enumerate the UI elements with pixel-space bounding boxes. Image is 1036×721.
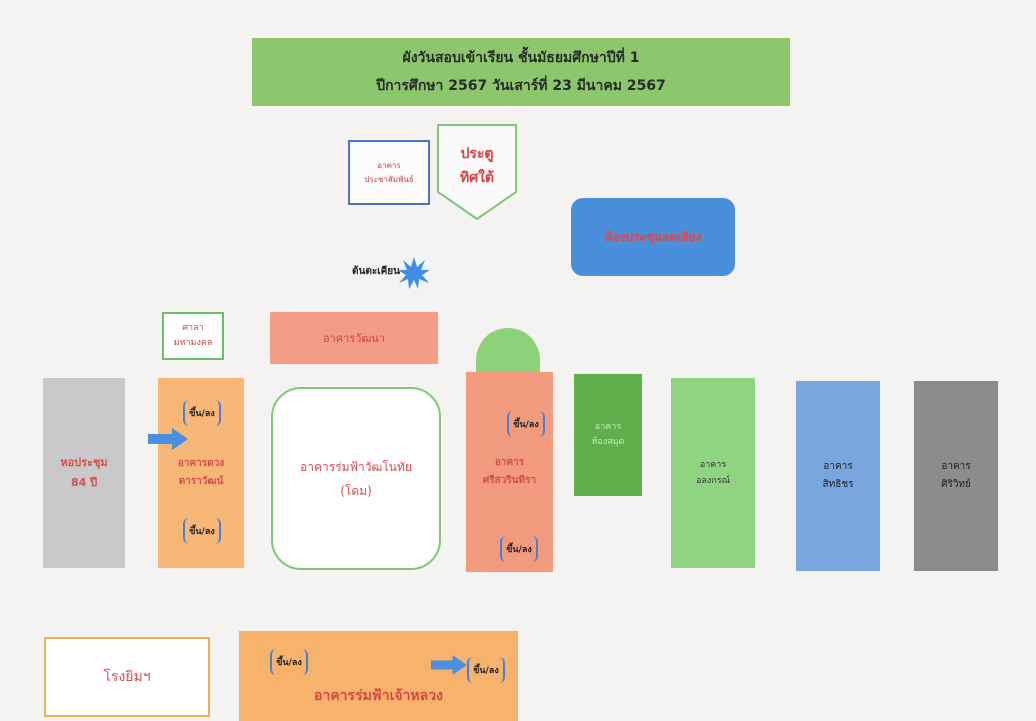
pr-building-line2: ประชาสัมพันธ์ bbox=[364, 174, 414, 184]
dome-building: อาคารร่มฟ้าวัฒโนทัย (โดม) bbox=[271, 387, 441, 570]
pr-building: อาคาร ประชาสัมพันธ์ bbox=[348, 140, 430, 205]
sri-building: อาคาร ศรีสวรินทิรา bbox=[466, 372, 553, 572]
alongkorn-building: อาคาร อลงกรณ์ bbox=[671, 378, 755, 568]
gym-building: โรงยิมฯ bbox=[44, 637, 210, 717]
arrow-right-icon bbox=[148, 428, 188, 450]
arrow-right-icon bbox=[431, 655, 467, 675]
stairs-marker: ขึ้น/ลง bbox=[507, 411, 545, 437]
sala-line1: ศาลา bbox=[182, 323, 204, 333]
duang-line2: ดาราวัฒน์ bbox=[178, 476, 224, 487]
sala-line2: มหามงคล bbox=[173, 338, 213, 348]
title-line-2: ปีการศึกษา 2567 วันเสาร์ที่ 23 มีนาคม 25… bbox=[376, 78, 666, 94]
alongkorn-line2: อลงกรณ์ bbox=[696, 476, 730, 486]
chaoluang-building: อาคารร่มฟ้าเจ้าหลวง bbox=[239, 631, 518, 721]
map-title: ผังวันสอบเข้าเรียน ชั้นมัธยมศึกษาปีที่ 1… bbox=[252, 38, 790, 106]
star-burst-icon bbox=[397, 256, 431, 290]
hall84-line2: 84 ปี bbox=[70, 476, 98, 489]
alongkorn-line1: อาคาร bbox=[699, 460, 727, 470]
green-dome-shape bbox=[476, 328, 540, 374]
siriwit-building: อาคาร ศิริวิทย์ bbox=[914, 381, 998, 571]
hall84-line1: หอประชุม bbox=[60, 456, 108, 469]
sitthichon-line2: สิทธิชร bbox=[822, 479, 854, 490]
dome-line1: อาคารร่มฟ้าวัฒโนทัย bbox=[300, 459, 412, 474]
duang-line1: อาคารดวง bbox=[177, 458, 225, 469]
chaoluang-label: อาคารร่มฟ้าเจ้าหลวง bbox=[314, 688, 443, 704]
title-line-1: ผังวันสอบเข้าเรียน ชั้นมัธยมศึกษาปีที่ 1 bbox=[402, 50, 640, 66]
library-line2: ห้องสมุด bbox=[591, 437, 625, 447]
sri-line1: อาคาร bbox=[494, 457, 525, 468]
wattana-label: อาคารวัฒนา bbox=[322, 332, 386, 345]
gate-shape bbox=[437, 124, 517, 220]
meeting-room: ห้องประชุมลดเสียง bbox=[571, 198, 735, 276]
stairs-marker: ขึ้น/ลง bbox=[183, 400, 221, 426]
hall-84-building: หอประชุม 84 ปี bbox=[43, 378, 125, 568]
dome-line2: (โดม) bbox=[340, 483, 372, 498]
siriwit-line2: ศิริวิทย์ bbox=[941, 479, 971, 490]
duang-building: อาคารดวง ดาราวัฒน์ bbox=[158, 378, 244, 568]
stairs-marker: ขึ้น/ลง bbox=[270, 649, 308, 675]
gate-line2: ทิศใต้ bbox=[459, 170, 495, 186]
wattana-building: อาคารวัฒนา bbox=[270, 312, 438, 364]
sitthichon-line1: อาคาร bbox=[823, 461, 853, 472]
stairs-marker: ขึ้น/ลง bbox=[183, 518, 221, 544]
south-gate: ประตู ทิศใต้ bbox=[437, 124, 517, 220]
tree-label: ต้นตะเคียน bbox=[352, 265, 400, 277]
stairs-marker: ขึ้น/ลง bbox=[467, 657, 505, 683]
library-building: อาคาร ห้องสมุด bbox=[574, 374, 642, 496]
sri-line2: ศรีสวรินทิรา bbox=[482, 475, 537, 486]
pr-building-line1: อาคาร bbox=[377, 160, 401, 170]
sala-building: ศาลา มหามงคล bbox=[162, 312, 224, 360]
meeting-room-label: ห้องประชุมลดเสียง bbox=[604, 229, 702, 244]
siriwit-line1: อาคาร bbox=[941, 461, 971, 472]
sitthichon-building: อาคาร สิทธิชร bbox=[796, 381, 880, 571]
gym-label: โรงยิมฯ bbox=[103, 669, 151, 685]
stairs-marker: ขึ้น/ลง bbox=[500, 536, 538, 562]
library-line1: อาคาร bbox=[594, 422, 622, 432]
gate-line1: ประตู bbox=[460, 146, 494, 162]
